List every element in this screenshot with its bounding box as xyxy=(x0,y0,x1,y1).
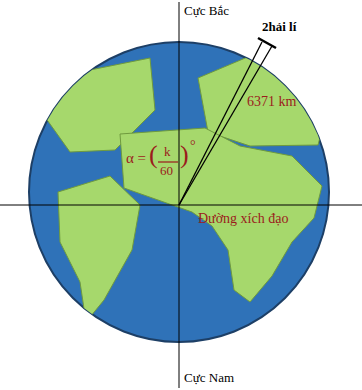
radius-label: 6371 km xyxy=(247,94,296,109)
paren: ) xyxy=(180,141,189,170)
fraction-numerator: k xyxy=(164,145,171,159)
fraction-bar xyxy=(158,161,178,162)
fraction-denominator: 60 xyxy=(160,164,173,178)
continents xyxy=(40,56,325,322)
equator-line xyxy=(0,205,362,206)
angle-label: α = xyxy=(126,150,146,167)
distance-label: 2hải lí xyxy=(262,20,296,34)
axis-line xyxy=(179,2,180,388)
equator-label: Đường xích đạo xyxy=(198,211,288,226)
pole-label: Cực Bắc xyxy=(184,4,229,18)
pole-label: Cực Nam xyxy=(184,371,234,385)
africa xyxy=(120,128,322,302)
arc-mark xyxy=(258,38,276,48)
south-america xyxy=(58,176,140,322)
radius-line xyxy=(179,42,262,205)
paren: ( xyxy=(149,141,158,170)
europe xyxy=(198,56,325,146)
degree-sign: ° xyxy=(190,138,196,153)
radius-line xyxy=(179,46,272,205)
